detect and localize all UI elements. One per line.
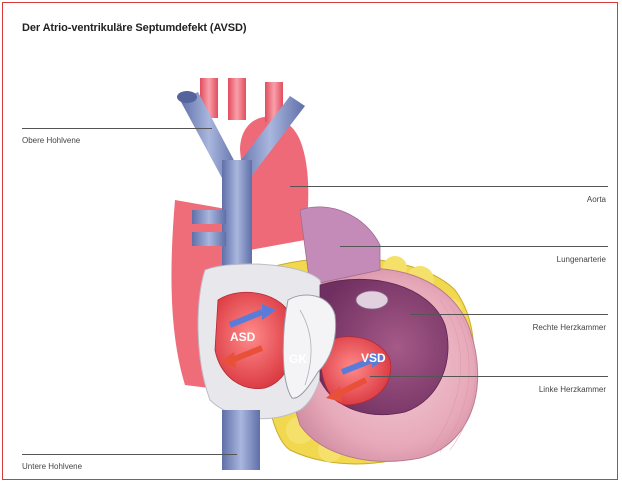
label-obere-hohlvene: Obere Hohlvene <box>22 136 80 145</box>
inferior-vena-cava <box>222 410 260 470</box>
vsd-mark: VSD <box>361 351 386 365</box>
label-rechte-herzkammer: Rechte Herzkammer <box>533 323 606 332</box>
leader-linke-herzkammer <box>370 376 608 377</box>
asd-mark: ASD <box>230 330 256 344</box>
leader-rechte-herzkammer <box>410 314 608 315</box>
label-linke-herzkammer: Linke Herzkammer <box>539 385 606 394</box>
pulmonary-valve <box>356 291 388 309</box>
label-lungenarterie: Lungenarterie <box>557 255 606 264</box>
label-aorta: Aorta <box>587 195 606 204</box>
leader-lungenarterie <box>340 246 608 247</box>
gk-mark: GK <box>289 352 307 366</box>
leader-aorta <box>290 186 608 187</box>
leader-untere-hohlvene <box>22 454 237 455</box>
label-untere-hohlvene: Untere Hohlvene <box>22 462 82 471</box>
leader-obere-hohlvene <box>22 128 212 129</box>
